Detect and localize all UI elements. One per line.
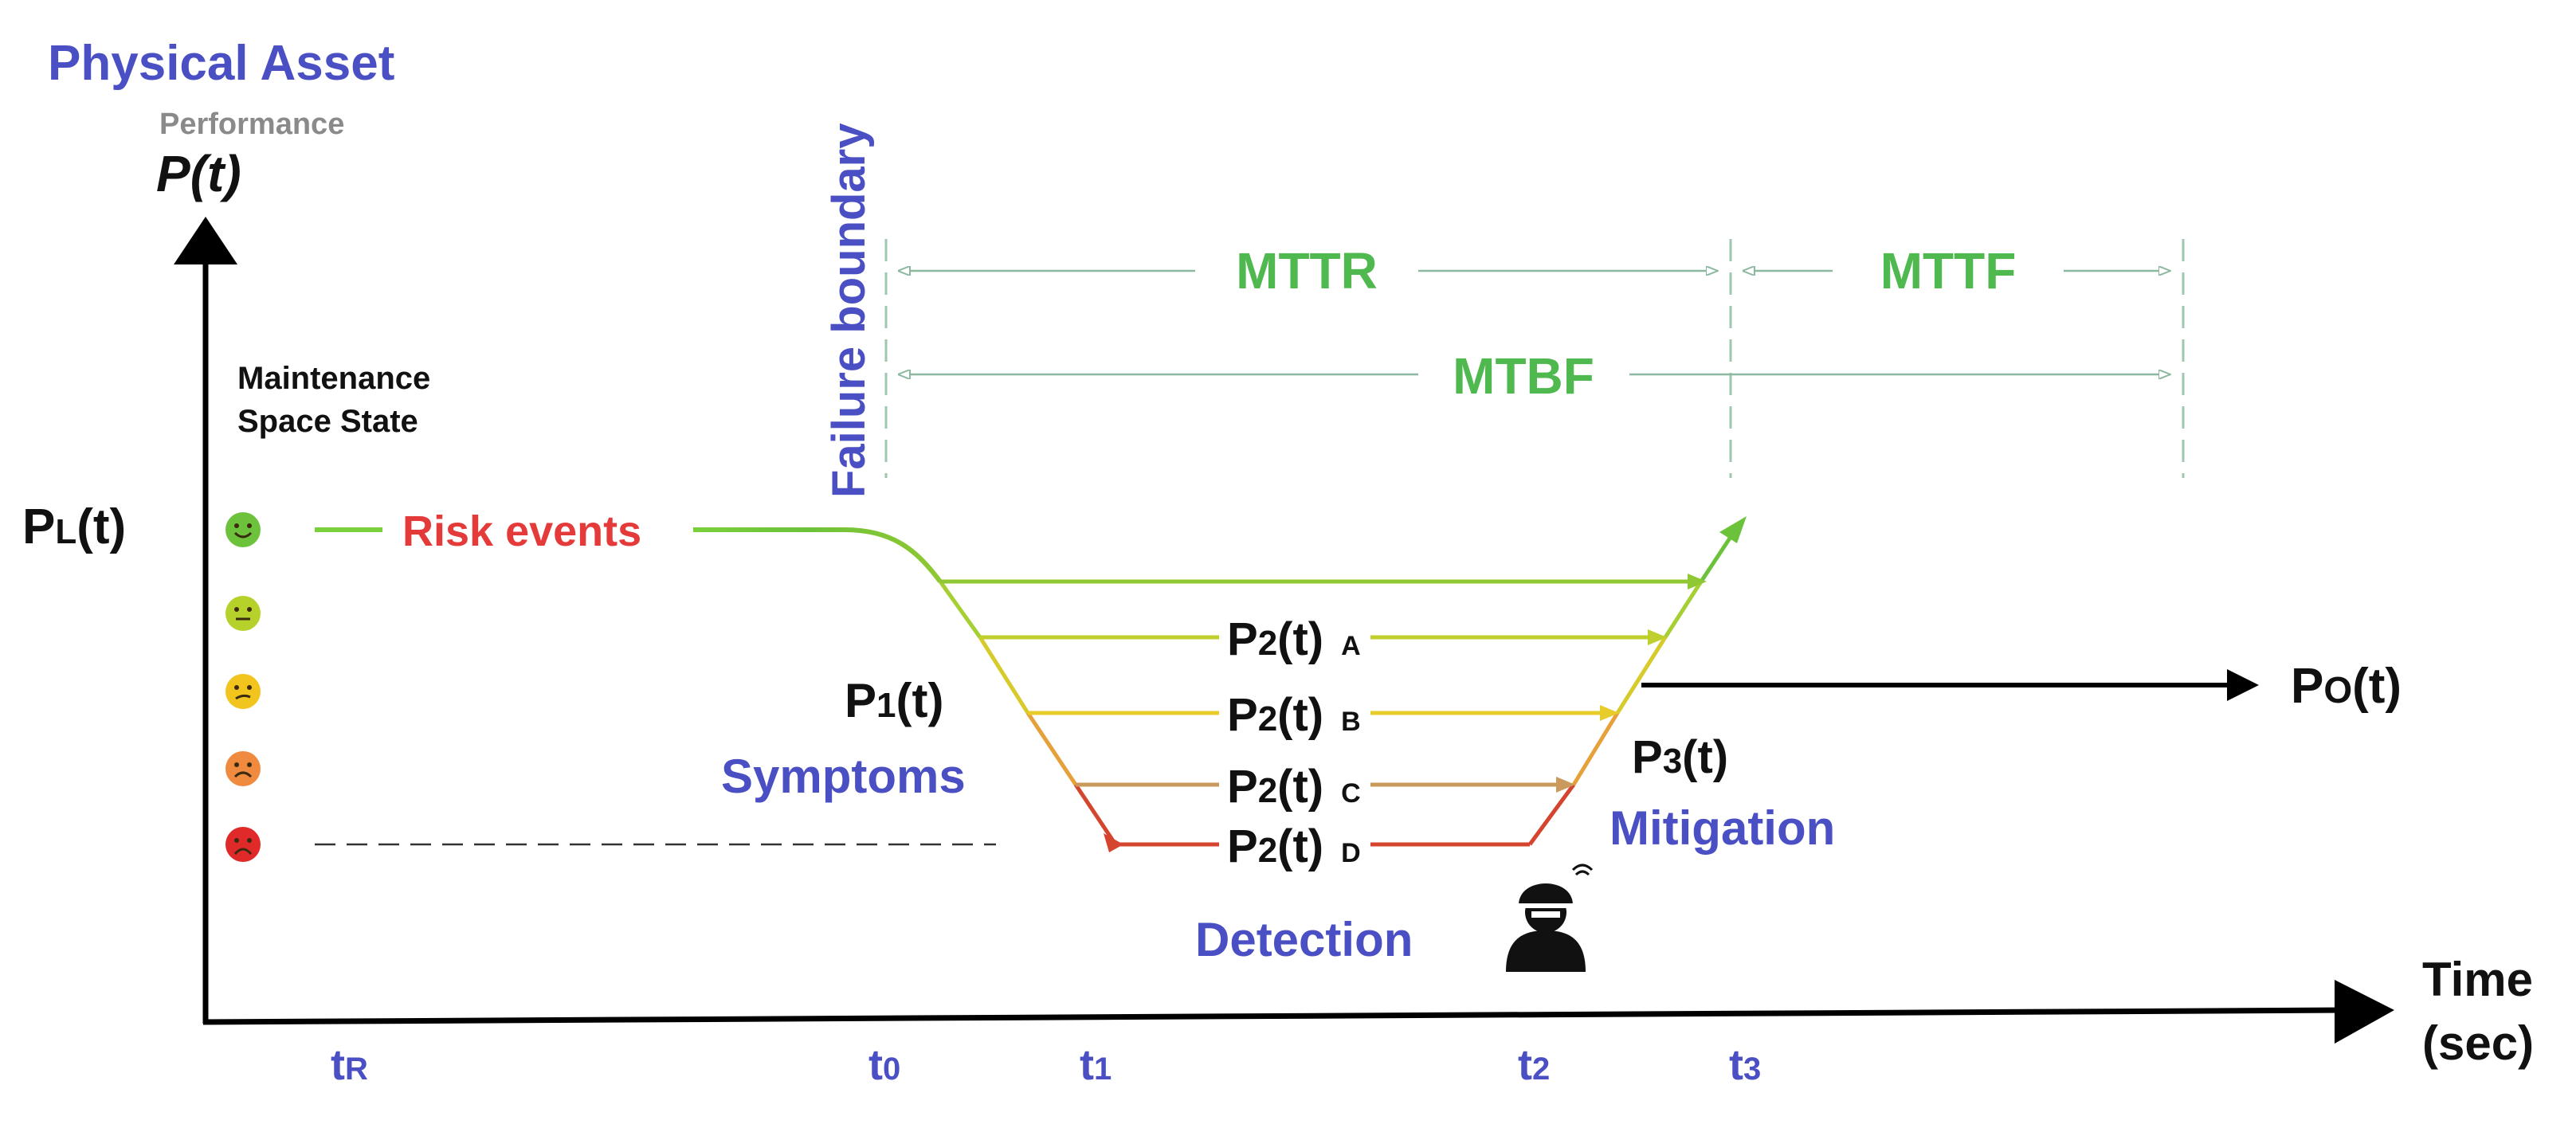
detection-label: Detection xyxy=(1195,913,1413,966)
face-eye xyxy=(234,607,239,612)
failure-boundary-label: Failure boundary xyxy=(823,123,875,498)
descent-seg-2 xyxy=(978,636,1030,715)
state-face-uneasy-icon xyxy=(225,674,261,709)
technician-shoulders xyxy=(1506,930,1586,972)
p1-label: P1(t) xyxy=(845,674,943,727)
ascent-seg-1 xyxy=(1527,783,1576,846)
face-eye xyxy=(247,523,252,528)
symptoms-label: Symptoms xyxy=(721,750,966,803)
technician-helmet-icon xyxy=(1506,864,1594,972)
state-label-line2: Space State xyxy=(237,404,418,439)
state-face-neutral-icon xyxy=(225,596,261,631)
p2-label-a: P2(t)A xyxy=(1227,613,1361,665)
level-b-arrowhead xyxy=(1600,705,1619,721)
degradation-levels xyxy=(940,574,1707,852)
face-eye xyxy=(234,685,239,690)
po-label: PO(t) xyxy=(2291,659,2402,714)
face-eye xyxy=(247,838,252,843)
state-faces xyxy=(225,512,261,862)
degradation-descent xyxy=(938,580,1118,846)
pl-label: PL(t) xyxy=(22,499,126,554)
risk-curve xyxy=(693,527,943,583)
tick-t1: t1 xyxy=(1080,1041,1112,1089)
tick-t0: t0 xyxy=(868,1041,900,1089)
diagram-subtitle: Performance xyxy=(159,108,344,141)
mttf-label: MTTF xyxy=(1880,242,2017,300)
descent-seg-4 xyxy=(1073,783,1118,846)
technician-helmet xyxy=(1519,883,1573,905)
risk-events-label: Risk events xyxy=(402,507,641,555)
tick-t3: t3 xyxy=(1729,1041,1761,1089)
wifi-signal-icon xyxy=(1571,864,1594,876)
mttr-interval: MTTR xyxy=(899,242,1718,300)
x-axis-line xyxy=(202,1007,2351,1025)
face-eye xyxy=(234,523,239,528)
time-ticks: tR t0 t1 t2 t3 xyxy=(331,1041,1761,1089)
p3-label: P3(t) xyxy=(1632,731,1728,783)
po-arrowhead xyxy=(2227,669,2259,701)
level-top-arrowhead xyxy=(1688,574,1707,589)
state-face-happy-icon xyxy=(225,512,261,547)
ascent-arrowhead xyxy=(1719,516,1747,543)
face-mouth xyxy=(235,694,251,700)
ascent-seg-4 xyxy=(1663,580,1704,639)
face-circle xyxy=(225,596,261,631)
mtbf-interval: MTBF xyxy=(899,347,2170,405)
face-circle xyxy=(225,827,261,862)
p2-label-c: P2(t)C xyxy=(1227,761,1361,813)
mitigation-label: Mitigation xyxy=(1610,801,1835,855)
p2-label-d: P2(t)D xyxy=(1227,821,1361,872)
face-eye xyxy=(247,685,252,690)
diagram-title: Physical Asset xyxy=(48,36,394,91)
level-c-arrowhead xyxy=(1556,777,1575,793)
technician-visor xyxy=(1531,911,1560,918)
face-eye xyxy=(234,762,239,767)
mttf-interval: MTTF xyxy=(1743,242,2170,300)
y-axis-label: P(t) xyxy=(156,145,241,202)
ascent-seg-3 xyxy=(1615,636,1668,715)
p2-label-b: P2(t)B xyxy=(1227,689,1361,741)
technician-helmet-band xyxy=(1515,903,1576,908)
face-circle xyxy=(225,674,261,709)
descent-seg-3 xyxy=(1025,711,1078,786)
axes xyxy=(174,217,2394,1044)
face-eye xyxy=(247,762,252,767)
x-axis-arrowhead xyxy=(2335,980,2394,1044)
recovery-ascent xyxy=(1527,516,1747,846)
state-face-sad-icon xyxy=(225,751,261,786)
tick-tr: tR xyxy=(331,1041,368,1089)
face-mouth xyxy=(233,771,253,778)
y-axis-arrowhead xyxy=(174,217,237,264)
face-mouth xyxy=(233,848,253,856)
face-eye xyxy=(234,838,239,843)
face-circle xyxy=(225,512,261,547)
tick-t2: t2 xyxy=(1518,1041,1550,1089)
descent-seg-1 xyxy=(938,580,982,639)
level-a-arrowhead xyxy=(1648,629,1667,645)
state-label-line1: Maintenance xyxy=(237,361,430,396)
face-circle xyxy=(225,751,261,786)
face-eye xyxy=(247,607,252,612)
mttr-label: MTTR xyxy=(1236,242,1378,300)
face-mouth xyxy=(233,531,253,539)
mtbf-label: MTBF xyxy=(1453,347,1594,405)
state-face-critical-icon xyxy=(225,827,261,862)
ascent-seg-2 xyxy=(1571,711,1620,786)
x-axis-label-line2: (sec) xyxy=(2422,1016,2534,1070)
x-axis-label-line1: Time xyxy=(2422,953,2533,1006)
level-d-arrowhead xyxy=(1104,833,1123,852)
